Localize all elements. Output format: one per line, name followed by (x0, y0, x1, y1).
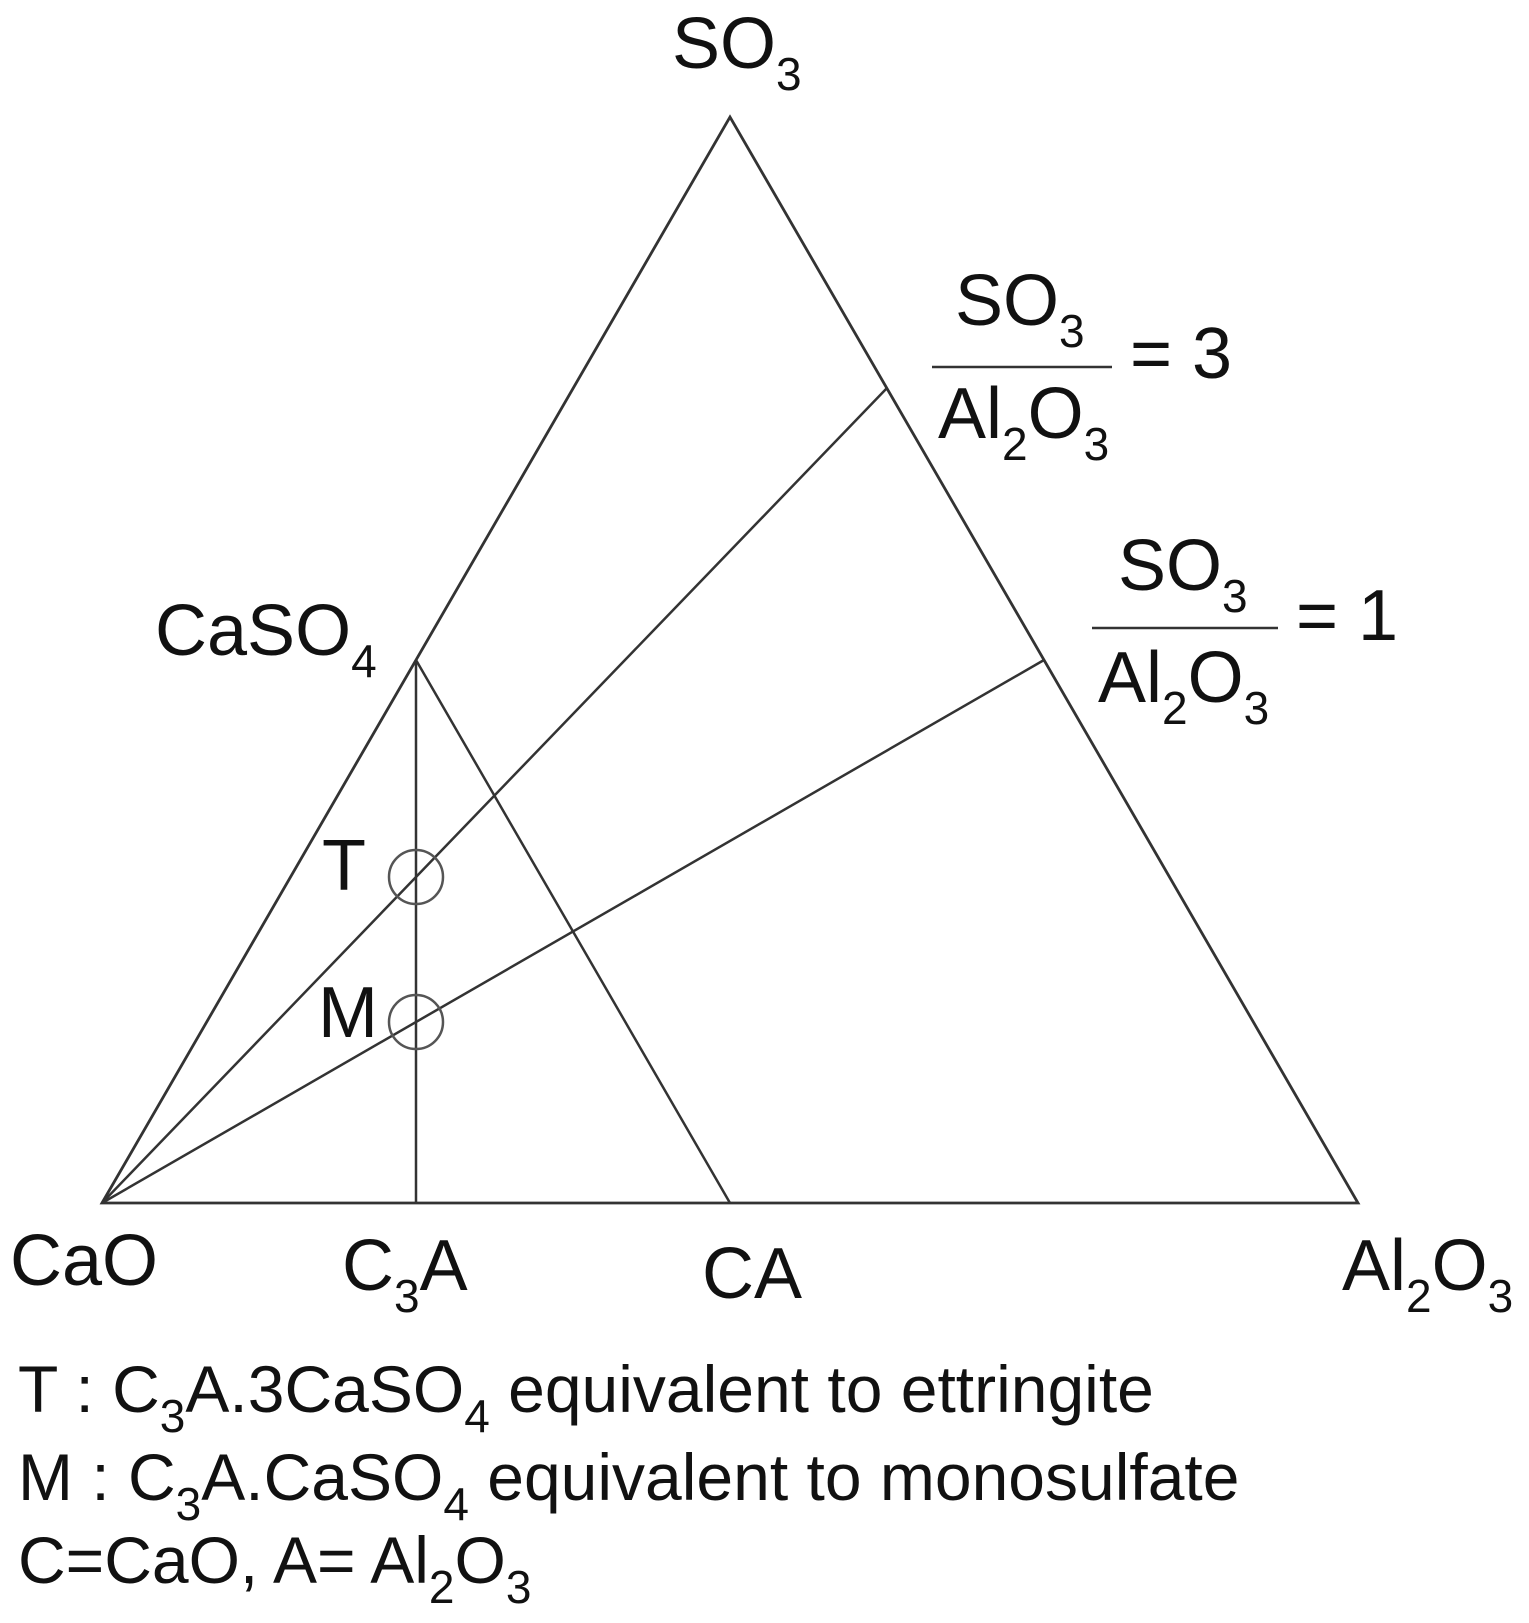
ratio-line-1 (101, 658, 1045, 1205)
vertex-label-cao: CaO (10, 1221, 158, 1301)
ratio-1-denominator: Al2O3 (1098, 638, 1269, 734)
ratio-label-3: SO3 Al2O3 = 3 (932, 261, 1232, 470)
vertex-label-al2o3: Al2O3 (1342, 1226, 1513, 1322)
ratio-line-3 (101, 387, 888, 1204)
legend-line-m: M : C3A.CaSO4 equivalent to monosulfate (18, 1440, 1239, 1530)
marker-t-circle (387, 848, 445, 906)
point-label-c3a: C3A (342, 1226, 468, 1322)
ratio-3-value: = 3 (1130, 314, 1232, 394)
marker-m-label: M (318, 973, 378, 1053)
legend-line-abbrev: C=CaO, A= Al2O3 (18, 1523, 531, 1613)
legend-line-t: T : C3A.3CaSO4 equivalent to ettringite (18, 1352, 1154, 1442)
point-label-caso4: CaSO4 (155, 591, 377, 687)
marker-m-circle (387, 993, 445, 1051)
ratio-1-value: = 1 (1296, 576, 1398, 656)
marker-t-label: T (322, 826, 366, 906)
ratio-label-1: SO3 Al2O3 = 1 (1092, 526, 1398, 734)
ratio-3-denominator: Al2O3 (938, 374, 1109, 470)
vertex-label-so3: SO3 (672, 4, 802, 100)
ratio-3-numerator: SO3 (955, 261, 1085, 357)
ratio-1-numerator: SO3 (1118, 526, 1248, 622)
point-label-ca: CA (702, 1234, 802, 1314)
